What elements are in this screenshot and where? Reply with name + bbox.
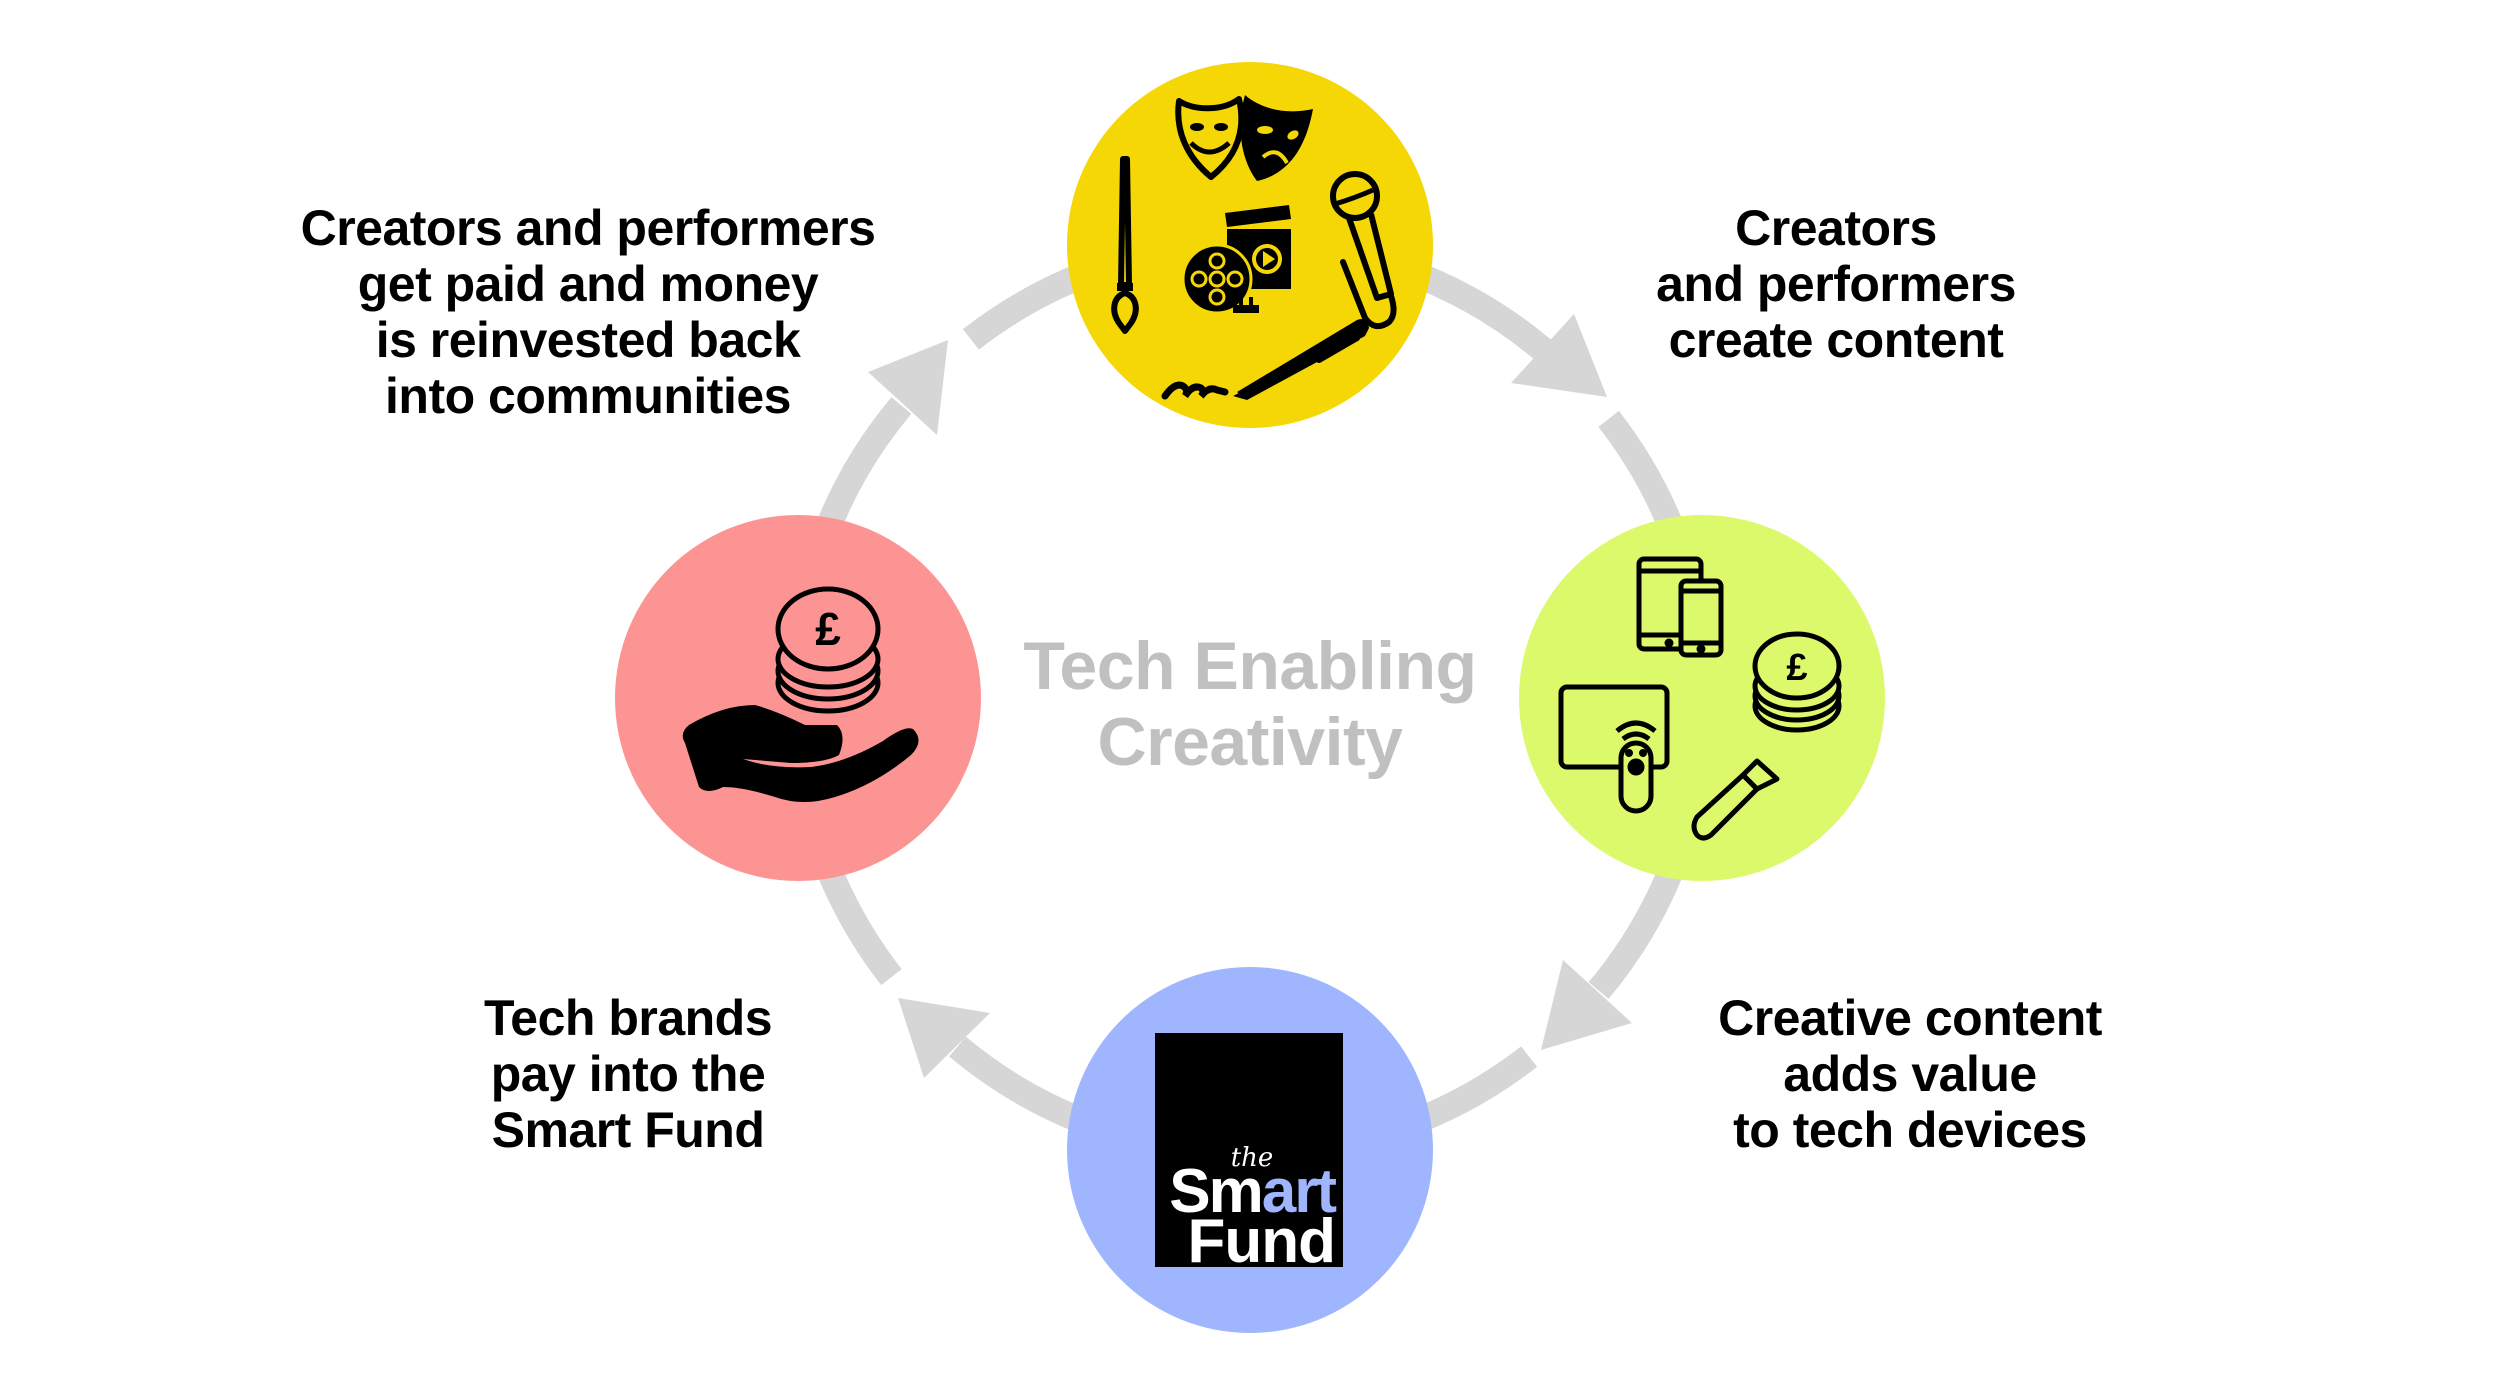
arrowhead-1-icon [1511,314,1607,397]
caption-bottom-right-line-1: Creative content [1718,990,2102,1046]
caption-top-right-line-1: Creators [1735,200,1937,256]
logo-smart-art: art [1261,1157,1337,1226]
logo-smart-sm: Sm [1169,1157,1263,1226]
logo-smart: Smart [1169,1161,1337,1223]
film-reel-clapperboard-icon [1181,205,1291,315]
device-icons-group: £ [1558,556,1842,841]
arrowhead-4-icon [868,340,948,435]
hand-holding-pound-coins-icon: £ [682,586,919,802]
caption-top-right-line-2: and performers [1656,256,2016,312]
node-tech-devices: £ [1519,515,1885,881]
node-create-content [1067,62,1433,428]
caption-bottom-left-line-3: Smart Fund [491,1102,765,1158]
caption-bottom-left: Tech brands pay into the Smart Fund [428,990,828,1158]
logo-the: the [1230,1143,1274,1173]
usb-stick-icon [1691,758,1780,841]
caption-bottom-right: Creative content adds value to tech devi… [1660,990,2160,1158]
pen-signature-icon [1161,319,1369,400]
svg-text:£: £ [1786,647,1807,689]
caption-bottom-right-line-3: to tech devices [1733,1102,2087,1158]
smart-fund-logo: the Smart Fund [1155,1033,1343,1273]
tv-remote-icon [1558,684,1670,814]
microphone-icon [1330,171,1397,330]
arrowhead-2-icon [1541,960,1632,1050]
arrowhead-3-icon [898,998,990,1078]
caption-bottom-left-line-2: pay into the [490,1046,766,1102]
caption-top-right: Creators and performers create content [1586,200,2086,368]
center-title: Tech Enabling Creativity [950,628,1550,780]
paintbrush-icon [1111,156,1139,334]
pound-coins-icon: £ [1752,631,1842,733]
center-title-line-1: Tech Enabling [1023,628,1477,704]
tablet-phone-icon [1636,556,1724,658]
caption-bottom-right-line-2: adds value [1783,1046,2037,1102]
caption-top-left-line-3: is reinvested back [375,312,801,368]
caption-top-right-line-3: create content [1668,312,2004,368]
logo-fund: Fund [1187,1207,1336,1276]
caption-bottom-left-line-1: Tech brands [483,990,773,1046]
center-title-line-2: Creativity [1097,704,1403,780]
caption-top-left-line-2: get paid and money [357,256,819,312]
theatre-masks-icon [1175,95,1313,181]
caption-top-left-line-1: Creators and performers [300,200,876,256]
payment-icons-group: £ [682,586,919,802]
svg-text:£: £ [815,603,841,655]
node-creator-payments: £ [615,515,981,881]
creative-icons-group [1111,95,1397,400]
caption-top-left: Creators and performers get paid and mon… [288,200,888,424]
caption-top-left-line-4: into communities [385,368,791,424]
